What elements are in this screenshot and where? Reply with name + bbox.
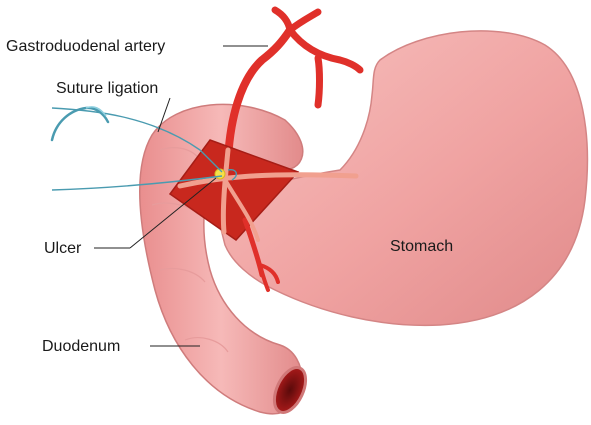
label-ulcer: Ulcer: [44, 240, 81, 258]
label-duodenum: Duodenum: [42, 338, 120, 356]
artery-branch: [275, 10, 290, 30]
artery-branch: [318, 58, 320, 105]
label-gastroduodenal-artery: Gastroduodenal artery: [6, 38, 165, 56]
label-suture-ligation: Suture ligation: [56, 80, 158, 98]
artery-branch: [290, 12, 318, 30]
suture-needle-icon: [52, 107, 108, 140]
label-stomach: Stomach: [390, 238, 453, 256]
artery-branch: [290, 30, 360, 70]
